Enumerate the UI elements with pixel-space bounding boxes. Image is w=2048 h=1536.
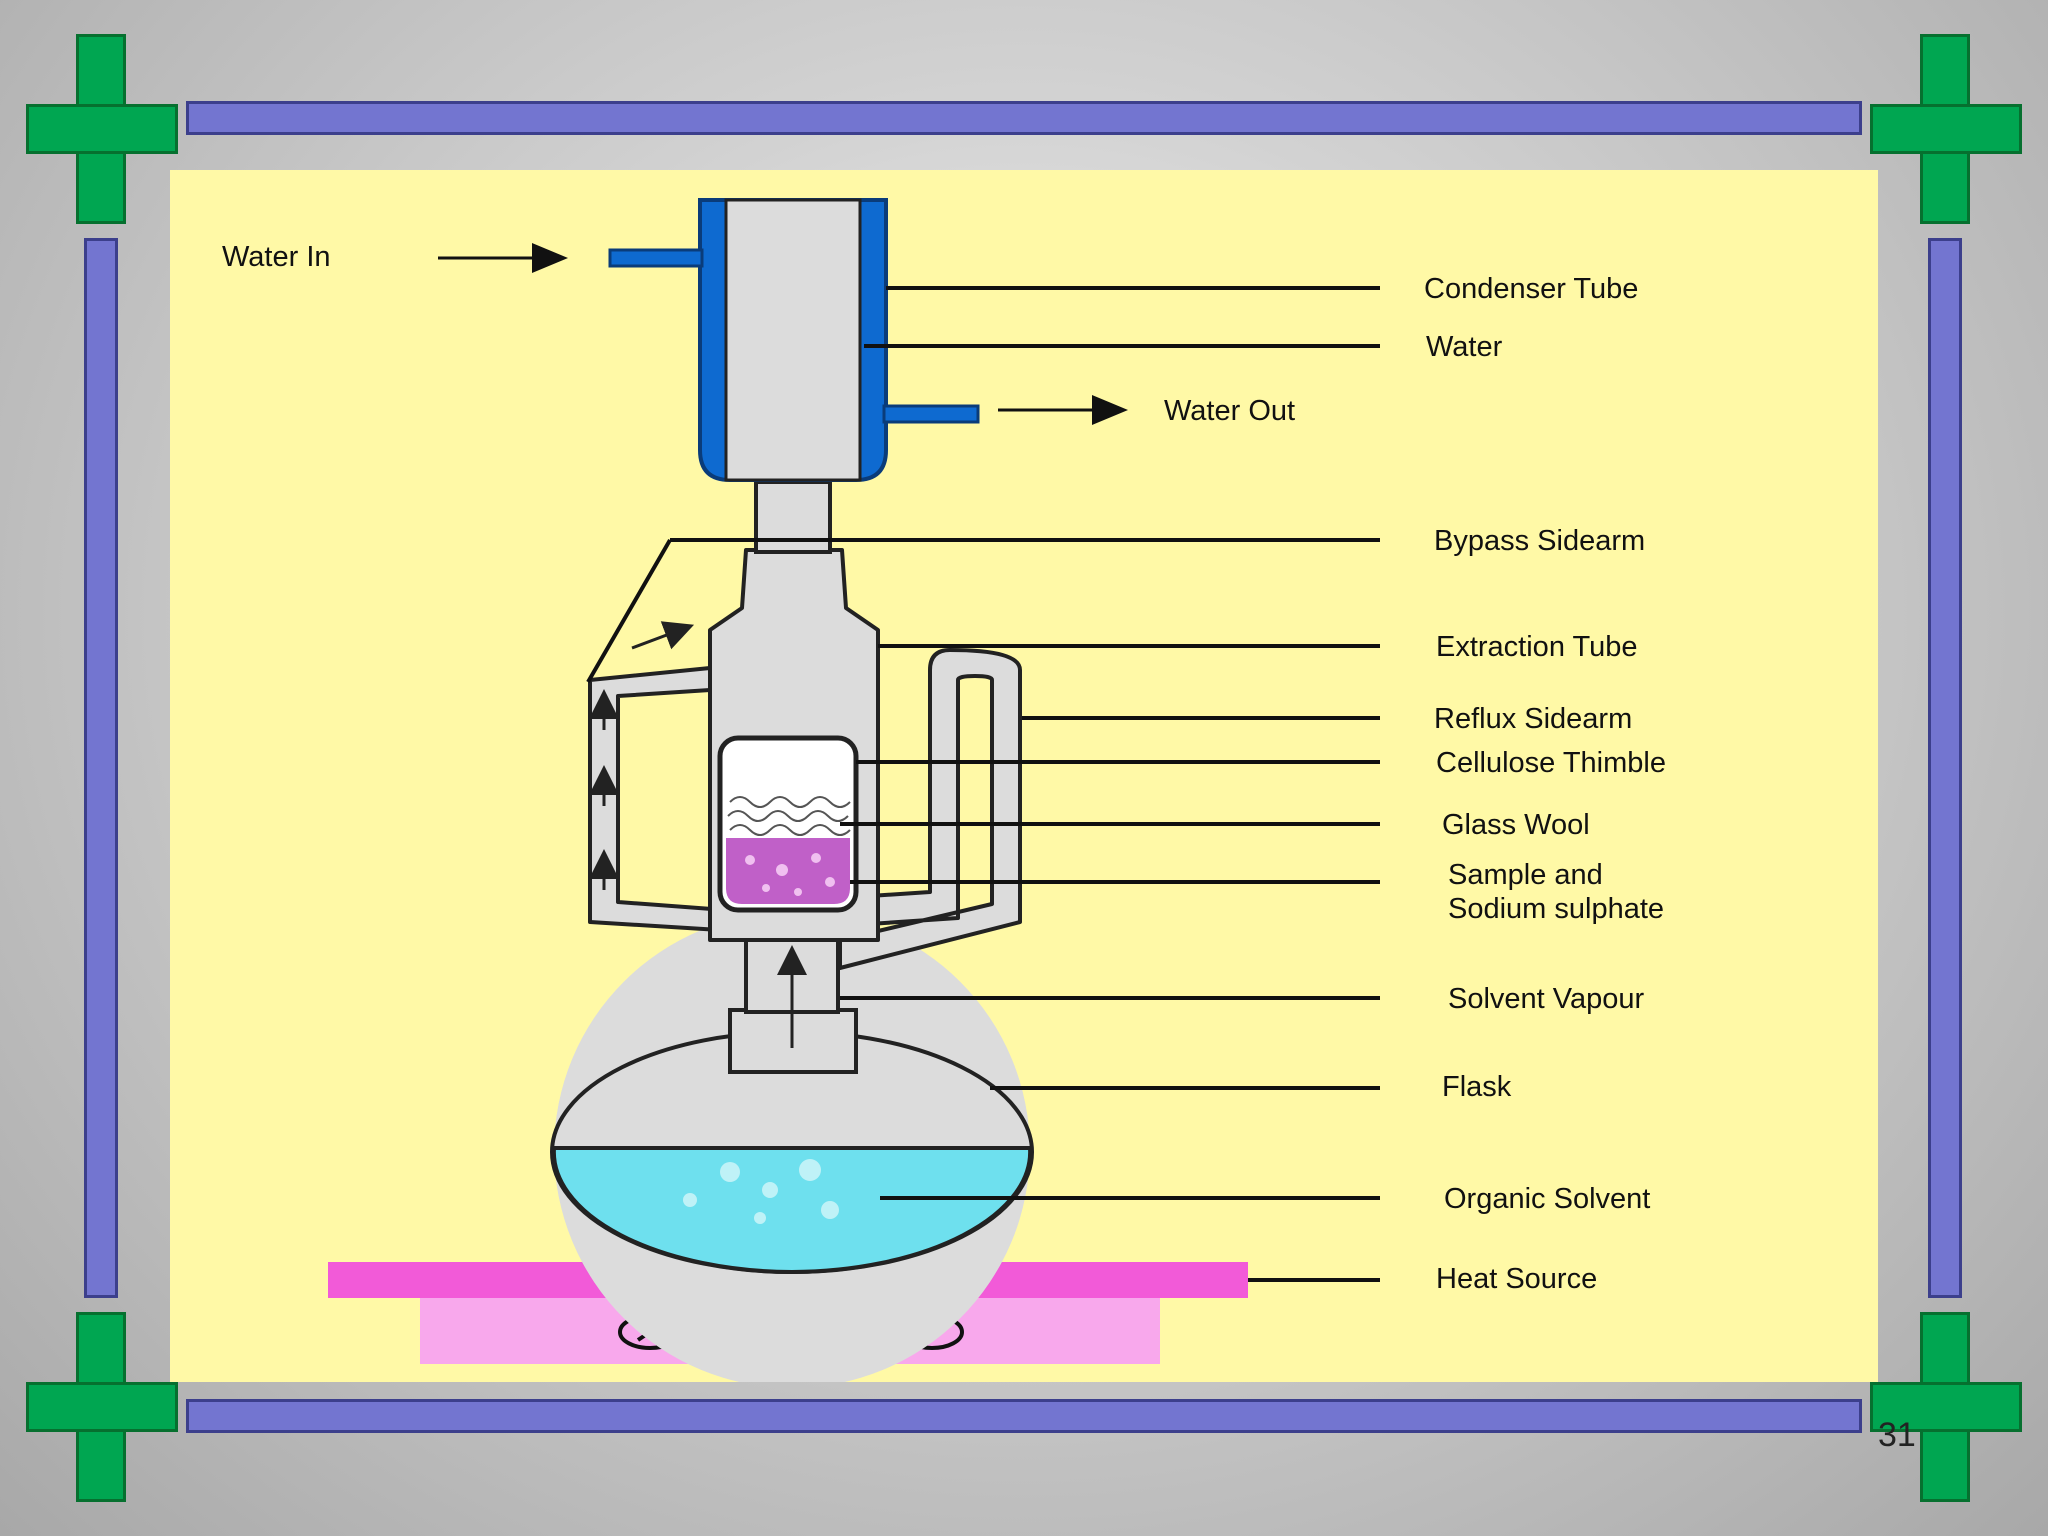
- reflux-sidearm-tube: [838, 648, 1022, 970]
- label-bypass-sidearm: Bypass Sidearm: [1434, 525, 1645, 557]
- label-water-in: Water In: [222, 241, 331, 273]
- top-frame-bar: [186, 101, 1862, 135]
- label-reflux-sidearm: Reflux Sidearm: [1434, 703, 1632, 735]
- top-left-cross-ornament: [26, 34, 178, 224]
- label-heat-source: Heat Source: [1436, 1263, 1597, 1295]
- label-glass-wool: Glass Wool: [1442, 809, 1590, 841]
- water-inlet-pipe: [608, 248, 704, 268]
- label-water-out: Water Out: [1164, 395, 1295, 427]
- label-sample-line1: Sample and: [1448, 859, 1603, 891]
- sample-sodium-sulphate: [726, 838, 850, 904]
- label-solvent-vapour: Solvent Vapour: [1448, 983, 1644, 1015]
- label-cellulose-thimble: Cellulose Thimble: [1436, 747, 1666, 779]
- label-sample-line2: Sodium sulphate: [1448, 893, 1664, 925]
- bypass-top-line: [586, 538, 672, 684]
- leader-lines: [670, 286, 1380, 1282]
- condenser-inner-tube: [724, 198, 862, 482]
- slide-number: 31: [1878, 1416, 1916, 1454]
- organic-solvent-liquid: [551, 1146, 1033, 1275]
- label-water: Water: [1426, 331, 1503, 363]
- bottom-frame-bar: [186, 1399, 1862, 1433]
- glass-wool: [727, 796, 851, 836]
- bottom-right-cross-ornament: [1870, 1312, 2022, 1502]
- bypass-arrow-top: [631, 621, 695, 650]
- diagram-panel: Water In Condenser Tube Water Water Out …: [170, 170, 1878, 1382]
- left-frame-bar: [84, 238, 118, 1298]
- bottom-left-cross-ornament: [26, 1312, 178, 1502]
- water-outlet-pipe: [882, 404, 980, 424]
- label-condenser-tube: Condenser Tube: [1424, 273, 1638, 305]
- label-organic-solvent: Organic Solvent: [1444, 1183, 1650, 1215]
- label-flask: Flask: [1442, 1071, 1512, 1103]
- solvent-bubbles: [683, 1159, 839, 1224]
- right-frame-bar: [1928, 238, 1962, 1298]
- soxhlet-extractor-diagram: Water In Condenser Tube Water Water Out …: [222, 198, 1666, 1382]
- sample-texture: [745, 853, 835, 896]
- top-right-cross-ornament: [1870, 34, 2022, 224]
- label-extraction-tube: Extraction Tube: [1436, 631, 1638, 663]
